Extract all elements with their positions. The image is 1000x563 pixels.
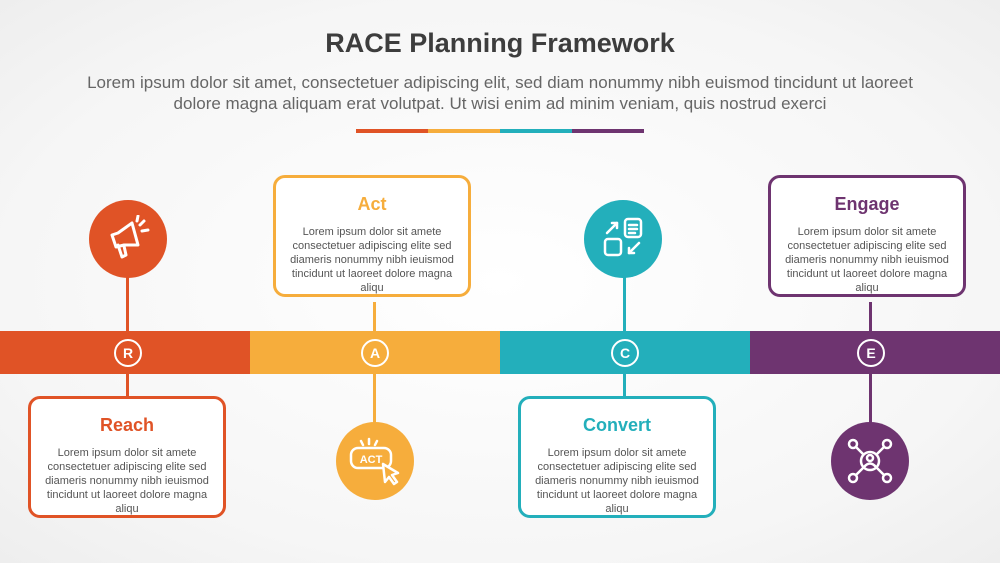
act-icon-circle: ACT xyxy=(336,422,414,500)
stem-reach-top xyxy=(126,270,129,331)
card-body-engage: Lorem ipsum dolor sit amete consectetuer… xyxy=(785,226,949,294)
stem-reach-bottom xyxy=(126,374,129,398)
network-user-icon xyxy=(847,438,893,484)
megaphone-icon xyxy=(110,215,150,259)
stem-convert-bottom xyxy=(623,374,626,398)
stem-convert-top xyxy=(623,270,626,331)
act-icon-text: ACT xyxy=(360,454,383,466)
engage-icon-circle xyxy=(831,422,909,500)
page-subtitle: Lorem ipsum dolor sit amet, consectetuer… xyxy=(87,73,913,113)
card-title-reach: Reach xyxy=(99,415,155,435)
card-body-reach: Lorem ipsum dolor sit amete consectetuer… xyxy=(45,447,209,515)
card-title-engage: Engage xyxy=(834,194,900,214)
card-reach: Reach Lorem ipsum dolor sit amete consec… xyxy=(28,396,226,518)
card-title-convert: Convert xyxy=(582,415,651,435)
convert-icon-circle xyxy=(584,200,662,278)
stem-engage-top xyxy=(869,302,872,331)
letter-e: E xyxy=(857,339,885,367)
letter-a: A xyxy=(361,339,389,367)
card-engage: Engage Lorem ipsum dolor sit amete conse… xyxy=(768,175,966,297)
stem-act-top xyxy=(373,302,376,331)
card-convert: Convert Lorem ipsum dolor sit amete cons… xyxy=(518,396,716,518)
card-body-convert: Lorem ipsum dolor sit amete consectetuer… xyxy=(535,447,699,515)
letter-c: C xyxy=(611,339,639,367)
stem-engage-bottom xyxy=(869,374,872,424)
letter-r: R xyxy=(114,339,142,367)
card-body-act: Lorem ipsum dolor sit amete consectetuer… xyxy=(290,226,454,294)
convert-icon xyxy=(603,217,643,257)
reach-icon-circle xyxy=(89,200,167,278)
title-underline xyxy=(356,129,644,133)
card-title-act: Act xyxy=(357,194,387,214)
card-act: Act Lorem ipsum dolor sit amete consecte… xyxy=(273,175,471,297)
page-title: RACE Planning Framework xyxy=(325,28,675,58)
stem-act-bottom xyxy=(373,374,376,424)
act-click-icon: ACT xyxy=(349,437,400,486)
